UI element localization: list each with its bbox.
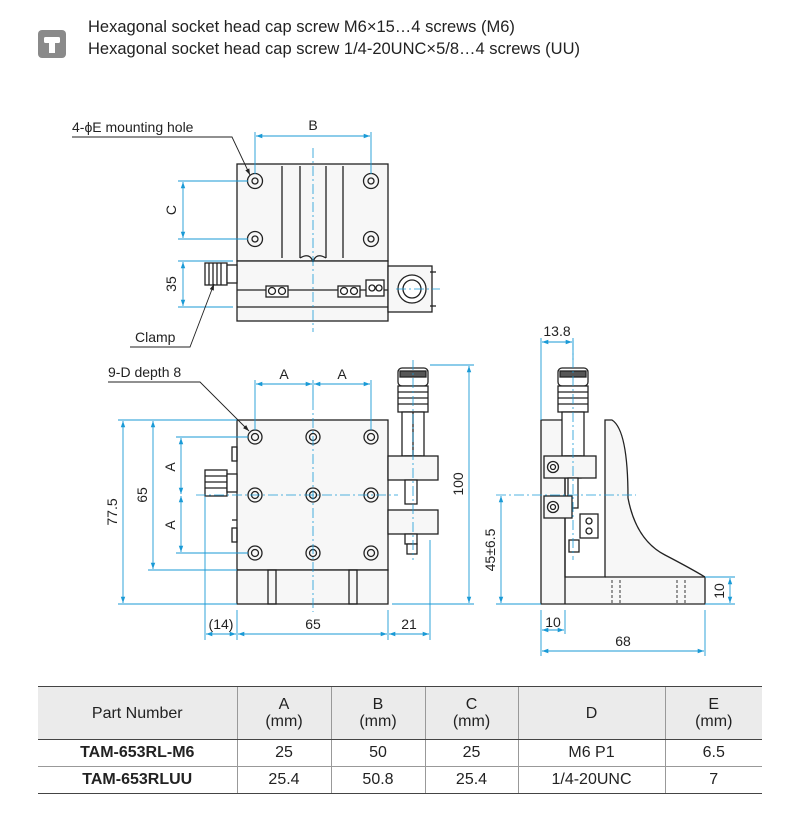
cell-part-number: TAM-653RL-M6 <box>38 739 237 767</box>
front-view <box>204 367 439 605</box>
screw-icon <box>38 30 66 58</box>
cell-a: 25.4 <box>236 766 331 794</box>
dim-100: 100 <box>450 472 466 496</box>
dim-10-bottom: 10 <box>545 614 561 630</box>
dim-65-vertical: 65 <box>134 487 150 503</box>
header-d: D <box>517 686 665 740</box>
header-part-number: Part Number <box>38 686 237 740</box>
table-row: TAM-653RL-M6 25 50 25 M6 P1 6.5 <box>38 739 762 767</box>
dim-a-left-2: A <box>162 520 178 530</box>
table-header-row: Part Number A(mm) B(mm) C(mm) D E(mm) <box>38 686 762 740</box>
dim-a-1: A <box>279 366 289 382</box>
dim-13-8: 13.8 <box>543 323 570 339</box>
cell-c: 25 <box>424 739 518 767</box>
top-view <box>204 163 436 322</box>
dim-a-2: A <box>337 366 347 382</box>
screw-note-line-2: Hexagonal socket head cap screw 1/4-20UN… <box>88 40 581 58</box>
dim-c-top: C <box>163 205 179 215</box>
mounting-hole <box>362 230 380 248</box>
header-c: C(mm) <box>424 686 518 740</box>
header-a: A(mm) <box>236 686 331 740</box>
clamp-knob <box>204 446 238 543</box>
side-view <box>540 367 706 605</box>
cell-e: 7 <box>664 766 762 794</box>
table-row: TAM-653RLUU 25.4 50.8 25.4 1/4-20UNC 7 <box>38 766 762 794</box>
technical-drawing: 4-ϕE mounting hole Clamp B C 35 <box>72 117 735 656</box>
clamp-callout: Clamp <box>135 329 176 345</box>
dim-b-top: B <box>308 117 317 133</box>
dim-a-left-1: A <box>162 462 178 472</box>
cell-b: 50 <box>330 739 425 767</box>
mounting-hole-callout: 4-ϕE mounting hole <box>72 119 194 135</box>
cell-c: 25.4 <box>424 766 518 794</box>
cell-part-number: TAM-653RLUU <box>38 766 237 794</box>
dim-68: 68 <box>615 633 631 649</box>
cell-d: M6 P1 <box>517 739 665 767</box>
dim-77-5: 77.5 <box>104 498 120 525</box>
dim-14: (14) <box>209 616 234 632</box>
cell-d: 1/4-20UNC <box>517 766 665 794</box>
header-b: B(mm) <box>330 686 425 740</box>
spec-table: Part Number A(mm) B(mm) C(mm) D E(mm) TA… <box>38 686 762 794</box>
clamp-knob <box>204 262 238 286</box>
cell-a: 25 <box>236 739 331 767</box>
dim-45: 45±6.5 <box>482 528 498 571</box>
screw-note-line-1: Hexagonal socket head cap screw M6×15…4 … <box>88 18 515 36</box>
dim-21: 21 <box>401 616 417 632</box>
cell-e: 6.5 <box>664 739 762 767</box>
header-e: E(mm) <box>664 686 762 740</box>
cell-b: 50.8 <box>330 766 425 794</box>
screw-note: Hexagonal socket head cap screw M6×15…4 … <box>38 18 778 70</box>
dim-35: 35 <box>163 276 179 292</box>
depth-holes-callout: 9-D depth 8 <box>108 364 181 380</box>
dim-10-right: 10 <box>711 583 727 599</box>
dim-65-horizontal: 65 <box>305 616 321 632</box>
tapped-hole <box>363 545 379 561</box>
